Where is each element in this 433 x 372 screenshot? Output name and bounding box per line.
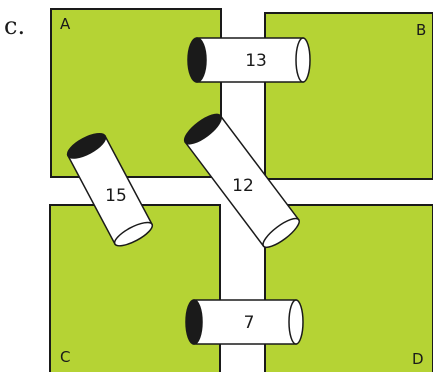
field-label-a: A: [60, 15, 71, 33]
pipe-15-label: 15: [105, 186, 127, 206]
pipe-12-label: 12: [232, 176, 254, 196]
pipe-13-label: 13: [245, 51, 267, 71]
field-label-d: D: [412, 350, 424, 368]
pipe-13-opening: [188, 38, 206, 82]
pipe-13-far-end: [296, 38, 310, 82]
field-label-b: B: [416, 21, 426, 39]
field-label-c: C: [60, 348, 70, 366]
pipe-13: 13: [188, 38, 310, 82]
pipe-7-far-end: [289, 300, 303, 344]
pipe-7: 7: [186, 300, 303, 344]
pipe-7-opening: [186, 300, 202, 344]
part-label: c.: [4, 12, 25, 40]
pipe-7-label: 7: [244, 313, 255, 333]
